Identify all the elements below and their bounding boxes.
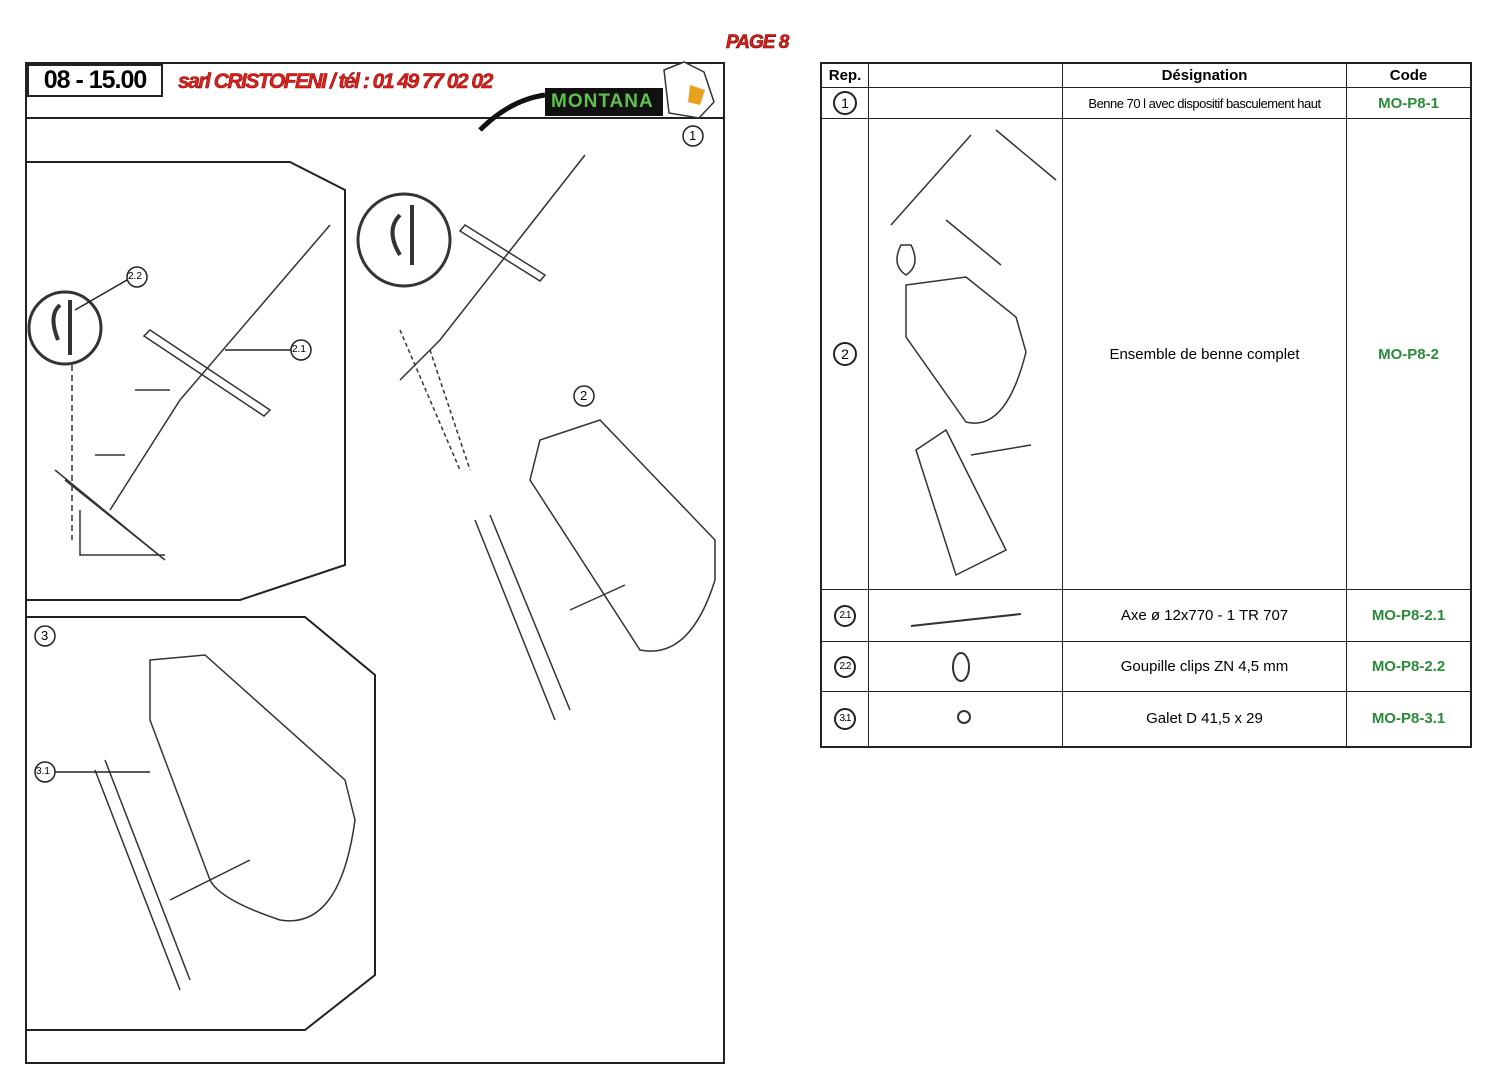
logo-text: MONTANA (551, 91, 654, 112)
rep-badge: 1 (833, 91, 857, 115)
page-label: PAGE 8 (726, 32, 790, 54)
callout-2-1: 2.1 (292, 344, 306, 355)
exploded-view-drawing (27, 61, 716, 1031)
designation: Galet D 41,5 x 29 (1062, 691, 1347, 747)
main-assembly (356, 154, 716, 721)
table-row: 2.2 Goupille clips ZN 4,5 mm MO-P8-2.2 (820, 641, 1472, 692)
table-row: 1 Benne 70 l avec dispositif basculement… (820, 87, 1472, 119)
callout-2-2: 2.2 (128, 271, 142, 282)
part-image (868, 691, 1063, 747)
logo-swoosh (478, 61, 715, 132)
callout-labels (34, 125, 704, 783)
part-image (868, 641, 1063, 692)
reference-number: 08 - 15.00 (27, 64, 163, 97)
detail-panel-3 (27, 616, 376, 1031)
designation: Benne 70 l avec dispositif basculement h… (1062, 87, 1347, 119)
detail-panel-2 (27, 161, 346, 601)
designation: Ensemble de benne complet (1062, 118, 1347, 590)
clip-pin-icon (951, 651, 970, 682)
col-code: Code (1346, 62, 1472, 88)
rep-badge: 2.1 (834, 604, 856, 627)
col-designation: Désignation (1062, 62, 1347, 88)
table-row: 3.1 Galet D 41,5 x 29 MO-P8-3.1 (820, 691, 1472, 747)
table-row: 2 Ensemble de benne complet MO-P8-2 (820, 118, 1472, 590)
parts-table: Rep. Désignation Code 1 Benne 70 l avec … (820, 62, 1472, 748)
col-image (868, 62, 1063, 88)
header-divider (25, 117, 723, 119)
montana-logo: MONTANA (545, 88, 663, 116)
callout-3: 3 (41, 628, 49, 643)
col-rep: Rep. (820, 62, 869, 88)
designation: Goupille clips ZN 4,5 mm (1062, 641, 1347, 692)
axle-icon (910, 612, 1021, 627)
callout-2: 2 (580, 388, 588, 403)
part-image (868, 589, 1063, 642)
part-code: MO-P8-3.1 (1346, 691, 1472, 747)
complete-bucket-drawing (889, 128, 1056, 576)
rep-badge: 3.1 (834, 707, 856, 730)
callout-1: 1 (689, 128, 697, 143)
roller-icon (956, 709, 971, 724)
table-row: 2.1 Axe ø 12x770 - 1 TR 707 MO-P8-2.1 (820, 589, 1472, 642)
part-code: MO-P8-2.1 (1346, 589, 1472, 642)
part-code: MO-P8-1 (1346, 87, 1472, 119)
part-code: MO-P8-2 (1346, 118, 1472, 590)
part-image (868, 118, 1063, 590)
rep-badge: 2 (833, 342, 857, 366)
table-header-row: Rep. Désignation Code (820, 62, 1472, 88)
callout-3-1: 3.1 (36, 766, 50, 777)
designation: Axe ø 12x770 - 1 TR 707 (1062, 589, 1347, 642)
part-image (868, 87, 1063, 119)
part-code: MO-P8-2.2 (1346, 641, 1472, 692)
dealer-info: sarl CRISTOFENI / tél : 01 49 77 02 02 (178, 70, 494, 94)
rep-badge: 2.2 (834, 655, 856, 678)
drawing-frame (25, 62, 725, 1064)
